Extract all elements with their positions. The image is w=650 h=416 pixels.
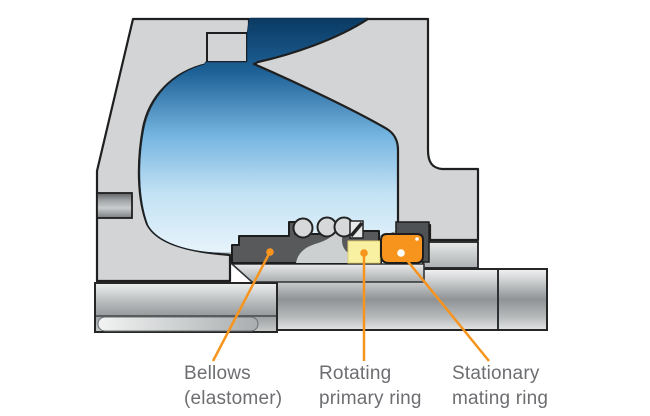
- leader-stationary-ring: [400, 252, 490, 362]
- gland-plate: [252, 17, 480, 242]
- label-bellows-line1: Bellows: [184, 363, 251, 384]
- spring-coil: [292, 217, 314, 239]
- gland-lip: [422, 241, 479, 269]
- label-bellows-line2: (elastomer): [184, 388, 283, 409]
- shaft-relief: [97, 316, 259, 332]
- ring-highlight-dot: [415, 237, 419, 241]
- label-rotating-primary-ring: Rotating primary ring: [319, 361, 422, 411]
- label-rotating-line2: primary ring: [319, 388, 422, 409]
- housing-stud: [96, 192, 133, 219]
- label-stationary-line2: mating ring: [452, 388, 549, 409]
- bellows-seat-sleeve: [229, 263, 425, 283]
- stationary-mating-ring: [380, 233, 424, 264]
- leader-bellows: [211, 251, 272, 362]
- drive-pin: [349, 220, 364, 239]
- label-bellows: Bellows (elastomer): [184, 361, 282, 411]
- label-rotating-line1: Rotating: [319, 363, 392, 384]
- leader-lines: [211, 251, 490, 362]
- leader-dot-stationary: [397, 249, 405, 257]
- leader-dot-bellows: [266, 248, 274, 256]
- bellows-fold-gap: [296, 233, 352, 263]
- leader-dot-rotating: [360, 249, 368, 257]
- housing-plug: [206, 32, 248, 63]
- leader-dots: [266, 248, 368, 257]
- label-stationary-line1: Stationary: [452, 363, 540, 384]
- label-stationary-mating-ring: Stationary mating ring: [452, 361, 548, 411]
